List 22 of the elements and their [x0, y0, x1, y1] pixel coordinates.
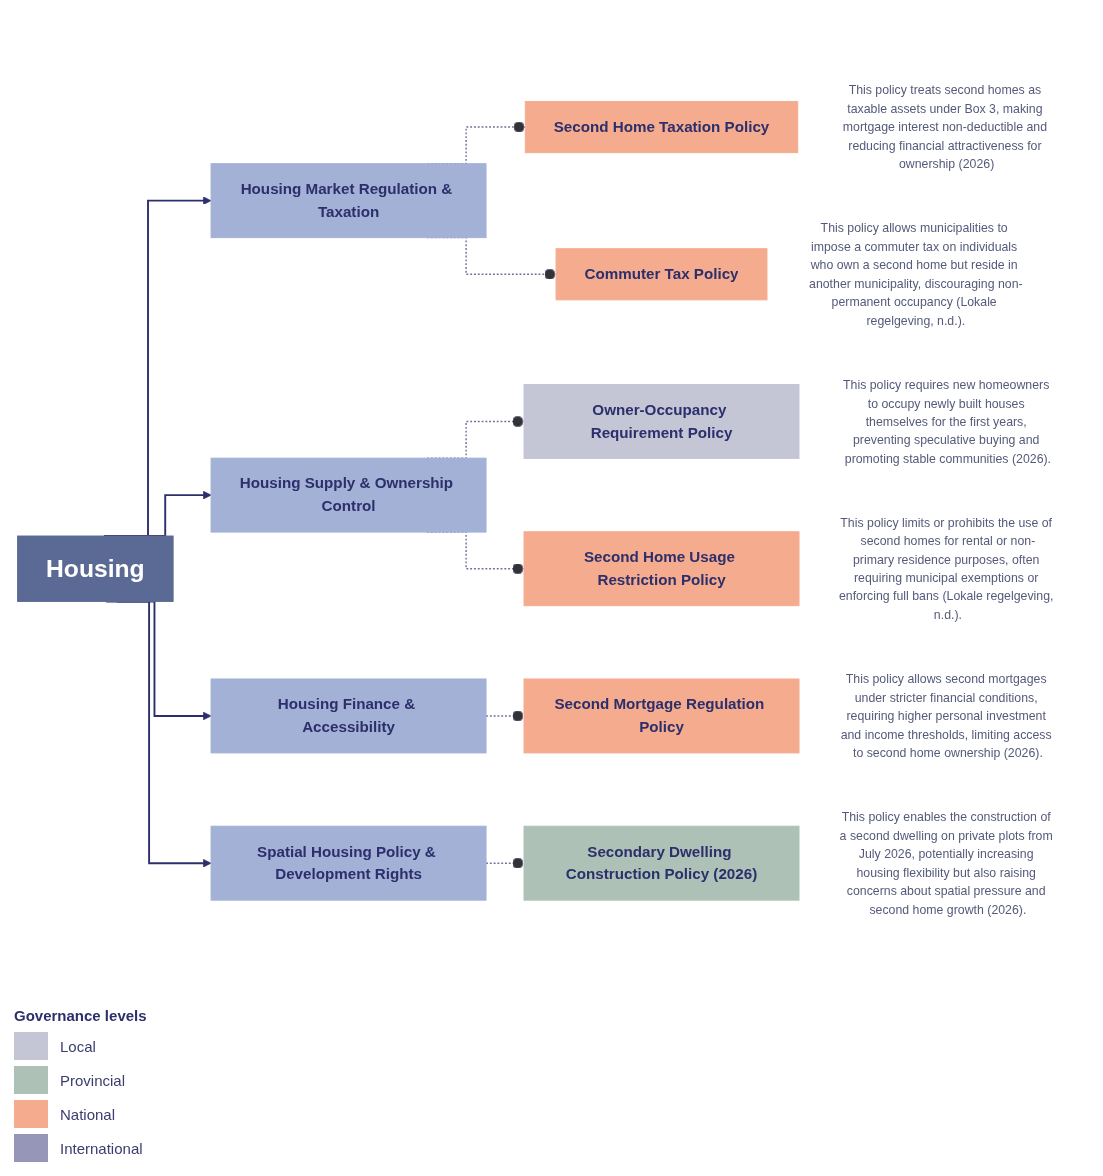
node-label: This policy enables the construction of a second dwelling on private plots from July 2026, potentially increasing housing flexibility but also raising concerns about spatial pressure and second home growth (2026).	[839, 809, 1053, 917]
node-label: This policy allows second mortgages under stricter financial conditions, requiring higher personal investment and income thresholds, limiting access to second home ownership (2026).	[840, 671, 1052, 760]
node-box: Second Home Taxation Policy	[524, 100, 799, 153]
node-box: Spatial Housing Policy & Development Rights	[210, 825, 487, 901]
node-box: Housing Finance & Accessibility	[210, 678, 487, 754]
node-box: Owner-Occupancy Requirement Policy	[523, 383, 800, 459]
node-box: Housing Supply & Ownership Control	[210, 457, 487, 533]
legend-label: National	[60, 1105, 116, 1123]
node-label: This policy limits or prohibits the use of second homes for rental or non-primary residence purposes, often requiring municipal exemptions or enforcing full bans (Lokale regelgeving, n.d.).	[838, 514, 1054, 622]
node-box: Second Mortgage Regulation Policy	[523, 678, 800, 754]
node-box: Housing	[17, 535, 174, 602]
legend-label: International	[60, 1139, 143, 1157]
node-label: This policy treats second homes as taxable assets under Box 3, making mortgage interest non-deductible and reducing financial attractiveness for ownership (2026)	[842, 82, 1048, 171]
legend-label: Provincial	[60, 1071, 126, 1089]
node-box: Secondary Dwelling Construction Policy (2026)	[523, 825, 800, 901]
node-box: Second Home Usage Restriction Policy	[523, 531, 800, 606]
node-box: Housing Market Regulation & Taxation	[210, 162, 487, 238]
node-label: This policy allows municipalities to impose a commuter tax on individuals who own a second home but reside in another municipality, discouraging non-permanent occupancy (Lokale regelgeving, n.d.).	[809, 220, 1023, 328]
legend-title: Governance levels	[14, 1007, 148, 1024]
legend-label: Local	[60, 1037, 96, 1055]
node-box: Commuter Tax Policy	[555, 247, 768, 301]
node-label: This policy requires new homeowners to occupy newly built houses themselves for the first years, preventing speculative buying and promoting stable communities (2026).	[843, 376, 1052, 466]
